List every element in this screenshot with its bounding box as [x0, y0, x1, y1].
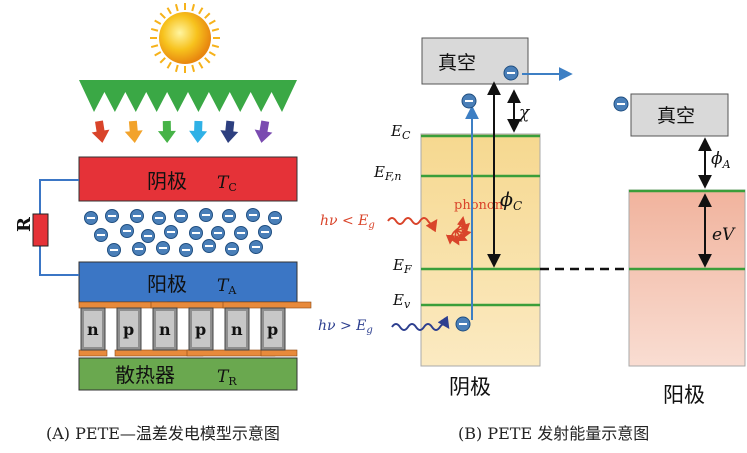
concentrator-icon	[79, 80, 297, 112]
electron-icon	[613, 96, 629, 112]
electron-icon	[174, 209, 188, 223]
resistor	[32, 213, 49, 247]
light-arrow-icon	[254, 120, 273, 143]
external-circuit: R	[14, 179, 79, 276]
label-ev: Ev	[392, 291, 411, 311]
svg-text:n: n	[231, 320, 243, 339]
label-phi-c: ϕC	[500, 189, 522, 213]
label-phi-a: ϕA	[711, 149, 731, 171]
electron-icon	[249, 240, 263, 254]
anode-label: 阳极	[147, 272, 187, 296]
electron-cloud	[84, 208, 282, 257]
anode-band	[628, 189, 746, 367]
label-efn: EF,n	[373, 163, 401, 183]
electron-icon	[211, 226, 225, 240]
electron-icon	[84, 211, 98, 225]
light-arrows	[91, 120, 273, 143]
electron-icon	[199, 208, 213, 222]
sun-icon	[150, 3, 220, 73]
thermo-leg-n: n	[224, 307, 250, 351]
electron-icon	[130, 209, 144, 223]
cathode-band	[420, 133, 541, 367]
svg-text:n: n	[87, 320, 99, 339]
thermo-leg-p: p	[188, 307, 214, 351]
svg-text:p: p	[195, 320, 206, 339]
electron-icon	[234, 226, 248, 240]
electron-icon	[120, 224, 134, 238]
light-arrow-icon	[220, 120, 239, 143]
electron-icon	[179, 243, 193, 257]
label-ec: EC	[390, 122, 411, 142]
resistor-label: R	[14, 216, 35, 232]
svg-text:p: p	[123, 320, 134, 339]
caption-a: (A) PETE—温差发电模型示意图	[46, 424, 280, 443]
electron-icon	[268, 211, 282, 225]
label-hv-high: hν > Eg	[318, 318, 373, 336]
cathode-label: 阴极	[147, 169, 187, 193]
electron-icon	[455, 316, 471, 332]
electron-icon	[164, 225, 178, 239]
vacuum-label-left: 真空	[438, 52, 476, 74]
panel-b: 真空 真空 EC EF,n EF Ev hν < Eg phonon hν > …	[318, 37, 746, 407]
thermo-leg-p: p	[116, 307, 142, 351]
cathode-label-b: 阴极	[449, 375, 491, 399]
cathode-plate	[78, 156, 298, 202]
caption-b: (B) PETE 发射能量示意图	[458, 424, 650, 443]
label-hv-low: hν < Eg	[320, 213, 375, 231]
thermo-leg-p: p	[260, 307, 286, 351]
cathode-temp: TC	[217, 173, 237, 194]
electron-icon	[105, 209, 119, 223]
label-phonon: phonon	[454, 198, 504, 213]
electron-icon	[225, 242, 239, 256]
label-chi: χ	[518, 103, 531, 123]
label-ev-voltage: eV	[712, 225, 736, 245]
phonon-burst	[445, 215, 472, 246]
electron-icon	[94, 228, 108, 242]
electron-icon	[503, 65, 519, 81]
heat-sink	[78, 357, 298, 391]
vacuum-box-right	[630, 93, 729, 137]
sink-label: 散热器	[115, 363, 175, 387]
anode-plate	[78, 261, 298, 303]
photon-wave-low	[387, 217, 438, 233]
svg-text:p: p	[267, 320, 278, 339]
thermo-leg-n: n	[80, 307, 106, 351]
electron-icon	[156, 241, 170, 255]
electron-icon	[222, 209, 236, 223]
vacuum-label-right: 真空	[657, 105, 695, 127]
electron-icon	[152, 211, 166, 225]
anode-label-b: 阳极	[663, 383, 705, 407]
light-arrow-icon	[189, 120, 208, 143]
thermo-leg-n: n	[152, 307, 178, 351]
svg-text:n: n	[159, 320, 171, 339]
sink-temp: TR	[217, 367, 237, 388]
photon-wave-high	[391, 315, 450, 331]
light-arrow-icon	[91, 120, 110, 143]
electron-icon	[202, 239, 216, 253]
electron-icon	[107, 243, 121, 257]
light-arrow-icon	[157, 120, 176, 143]
anode-temp: TA	[217, 276, 237, 297]
electron-icon	[132, 242, 146, 256]
electron-icon	[258, 225, 272, 239]
electron-icon	[461, 93, 477, 109]
electron-icon	[189, 226, 203, 240]
label-ef: EF	[392, 256, 412, 276]
electron-icon	[246, 208, 260, 222]
electron-icon	[141, 229, 155, 243]
light-arrow-icon	[124, 120, 143, 143]
panel-a: 阴极 TC 阳极 TA R n p n p n p 散热器 TR	[14, 3, 312, 391]
